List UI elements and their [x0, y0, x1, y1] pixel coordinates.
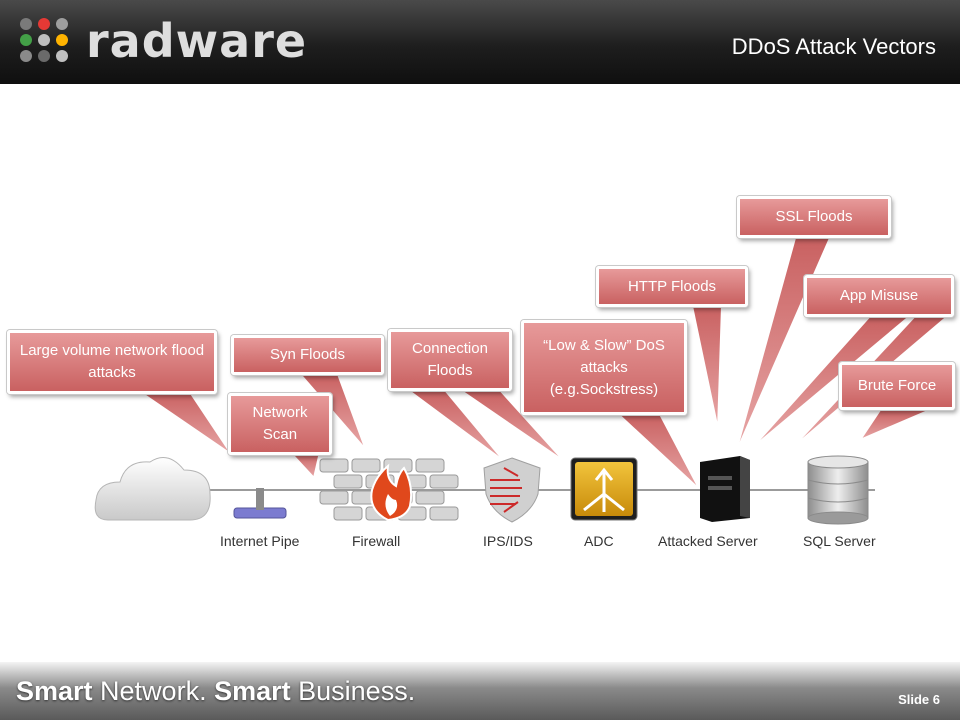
- logo-dot: [38, 34, 50, 46]
- pipe-icon: [233, 488, 287, 519]
- tagline-word: Business.: [298, 676, 416, 706]
- callout-low-slow: “Low & Slow” DoS attacks (e.g.Sockstress…: [521, 320, 687, 415]
- flame-icon: [370, 463, 413, 522]
- footer-bar: [0, 662, 960, 720]
- tagline-word: Network.: [100, 676, 207, 706]
- radware-logo-icon: [20, 18, 68, 62]
- shield-icon: [483, 457, 541, 523]
- tagline-word: Smart: [16, 676, 93, 706]
- label-attacked-server: Attacked Server: [658, 533, 758, 549]
- callout-network-scan: Network Scan: [228, 393, 332, 455]
- label-ips-ids: IPS/IDS: [483, 533, 533, 549]
- slide-title: DDoS Attack Vectors: [731, 34, 936, 59]
- logo-dot: [56, 18, 68, 30]
- callout-brute-force: Brute Force: [839, 362, 955, 410]
- tail-network-scan: [287, 451, 322, 481]
- tail-large-volume: [136, 391, 233, 456]
- logo-dot: [56, 34, 68, 46]
- header-bar: [0, 0, 960, 84]
- callout-large-volume: Large volume network flood attacks: [7, 330, 217, 394]
- database-icon: [807, 455, 869, 525]
- adc-icon: [570, 457, 638, 521]
- slide-number: Slide 6: [898, 692, 940, 707]
- logo-dot: [20, 34, 32, 46]
- label-adc: ADC: [584, 533, 614, 549]
- logo-dot: [38, 50, 50, 62]
- callout-http-floods: HTTP Floods: [596, 266, 748, 307]
- tail-http-floods: [690, 305, 724, 431]
- callout-app-misuse: App Misuse: [804, 275, 954, 317]
- server-icon: [700, 456, 750, 522]
- callout-connection-floods: Connection Floods: [388, 329, 512, 391]
- label-sql-server: SQL Server: [803, 533, 876, 549]
- label-firewall: Firewall: [352, 533, 401, 549]
- cloud-icon: [94, 457, 211, 521]
- tagline-word: Smart: [214, 676, 291, 706]
- logo-dot: [38, 18, 50, 30]
- footer-tagline: Smart Network. Smart Business.: [16, 676, 415, 707]
- brand-name: radware: [86, 14, 308, 68]
- label-internet-pipe: Internet Pipe: [220, 533, 300, 549]
- callout-syn-floods: Syn Floods: [231, 335, 384, 375]
- tail-brute-force: [857, 409, 931, 443]
- logo-dot: [20, 50, 32, 62]
- logo-dot: [20, 18, 32, 30]
- logo-dot: [56, 50, 68, 62]
- callout-ssl-floods: SSL Floods: [737, 196, 891, 238]
